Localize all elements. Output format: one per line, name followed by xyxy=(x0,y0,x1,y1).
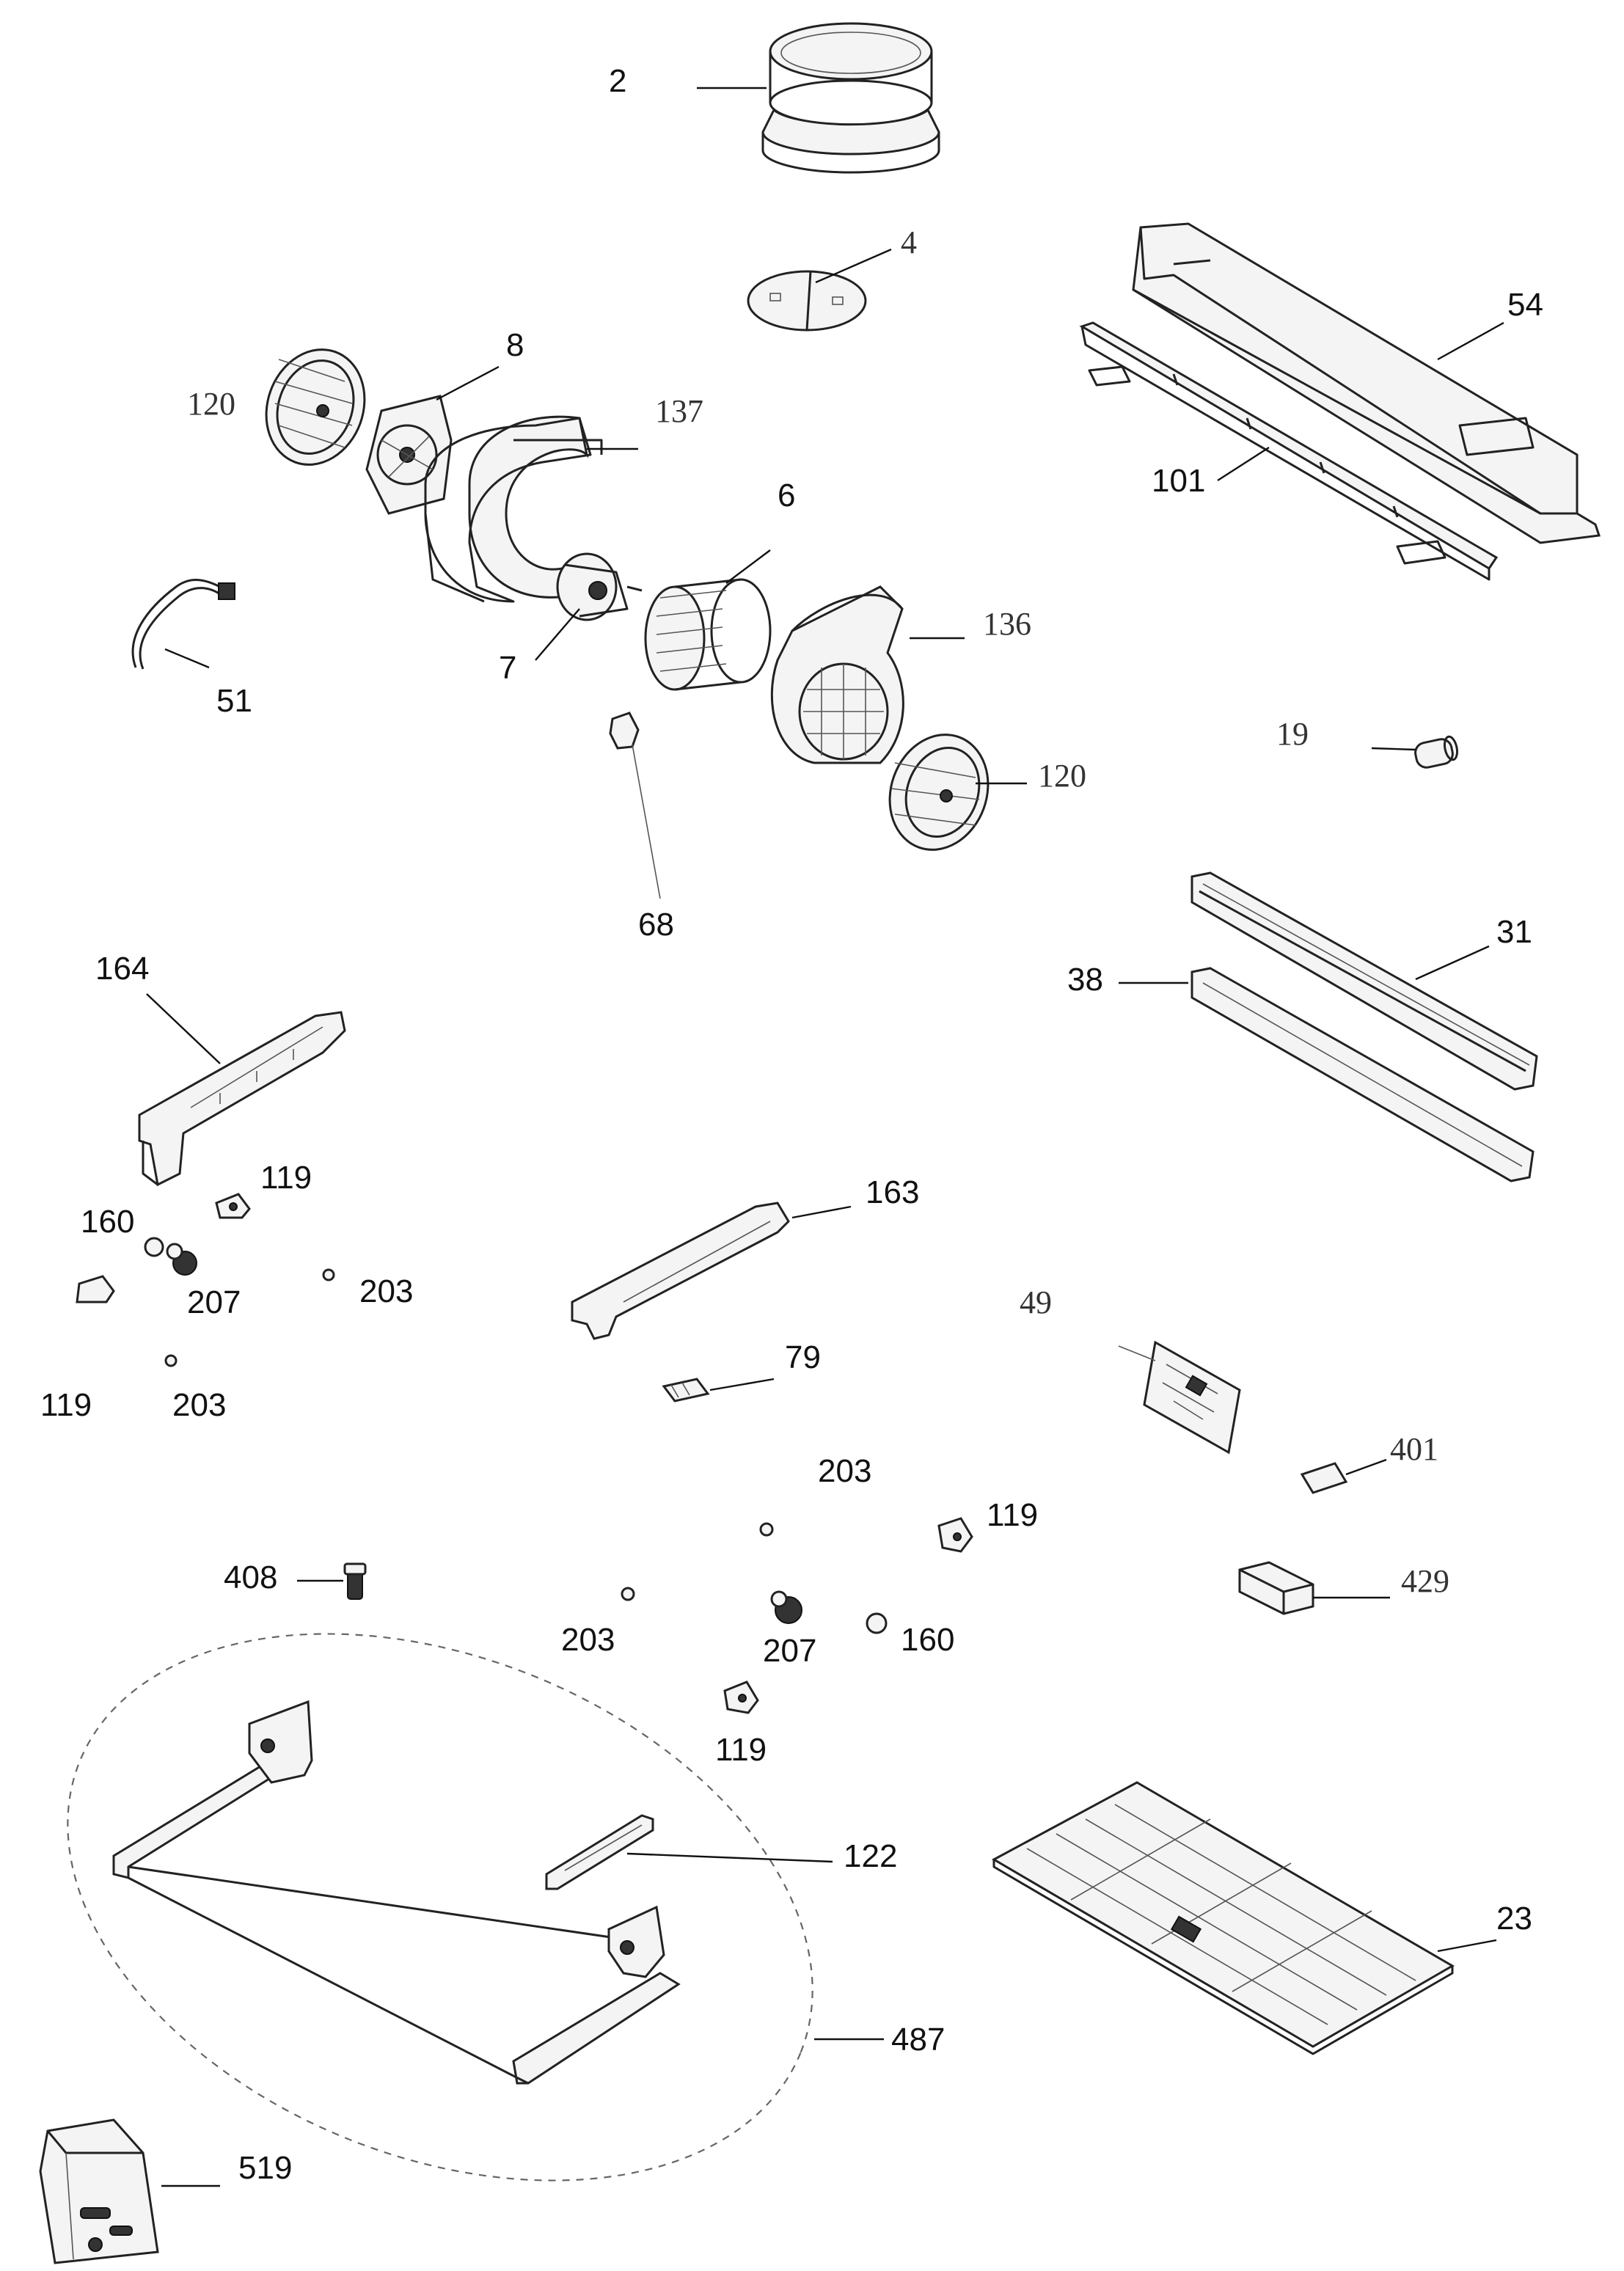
label-8: 8 xyxy=(506,327,524,363)
leader-8 xyxy=(436,365,500,401)
part-160-cap-b xyxy=(866,1612,888,1634)
label-31: 31 xyxy=(1496,914,1532,950)
leader-31 xyxy=(1415,945,1490,981)
label-163: 163 xyxy=(866,1174,919,1210)
leader-163 xyxy=(791,1205,852,1219)
part-203-screw-b xyxy=(164,1354,178,1367)
part-54-top-channel xyxy=(1132,222,1601,544)
label-7: 7 xyxy=(499,650,516,686)
label-119-a: 119 xyxy=(260,1160,312,1196)
leader-19 xyxy=(1371,747,1416,751)
label-136: 136 xyxy=(983,606,1031,642)
part-119-clip-b xyxy=(76,1275,115,1303)
label-38: 38 xyxy=(1067,962,1103,998)
leader-122 xyxy=(626,1852,833,1863)
leader-79 xyxy=(709,1378,775,1392)
part-51-cable xyxy=(131,579,235,670)
label-203-c: 203 xyxy=(818,1453,871,1489)
part-163-bracket xyxy=(571,1202,790,1340)
label-79: 79 xyxy=(785,1339,821,1375)
leader-4 xyxy=(815,248,892,284)
part-429-transformer xyxy=(1238,1561,1314,1615)
leader-401 xyxy=(1345,1458,1387,1476)
label-203-b: 203 xyxy=(172,1387,226,1423)
part-119-clip-a xyxy=(215,1193,251,1219)
part-207-knob-b xyxy=(770,1590,802,1624)
leader-7 xyxy=(535,608,580,661)
label-4: 4 xyxy=(901,224,917,260)
label-207-a: 207 xyxy=(187,1284,241,1320)
part-23-grease-filter xyxy=(991,1781,1455,2055)
label-207-b: 207 xyxy=(763,1633,816,1669)
part-49-pcb xyxy=(1143,1340,1241,1455)
label-2: 2 xyxy=(609,63,626,99)
label-119-b: 119 xyxy=(40,1387,92,1423)
label-203-d: 203 xyxy=(561,1622,615,1658)
part-487-frame-assembly xyxy=(112,1700,681,2085)
label-203-a: 203 xyxy=(359,1273,413,1309)
label-122: 122 xyxy=(844,1838,897,1874)
leader-54 xyxy=(1437,321,1504,361)
part-2-duct-collar xyxy=(761,22,940,174)
label-120-right: 120 xyxy=(1038,758,1086,794)
label-401: 401 xyxy=(1390,1431,1438,1467)
label-120-top: 120 xyxy=(187,386,235,422)
part-164-bracket xyxy=(138,1011,346,1187)
label-160-b: 160 xyxy=(901,1622,954,1658)
label-429: 429 xyxy=(1401,1563,1449,1599)
part-6-fan-wheel xyxy=(644,578,772,691)
part-120-impeller-right xyxy=(888,734,990,851)
part-203-screw-c xyxy=(759,1522,774,1537)
label-519: 519 xyxy=(238,2150,292,2186)
part-137-blower-housing xyxy=(424,415,603,603)
leader-23 xyxy=(1437,1939,1497,1953)
label-487: 487 xyxy=(891,2022,945,2058)
part-8-inlet-ring xyxy=(365,395,453,515)
leader-101 xyxy=(1217,446,1270,482)
label-68: 68 xyxy=(638,907,674,943)
leader-49 xyxy=(1118,1345,1156,1361)
part-68-clip xyxy=(609,712,640,750)
part-120-impeller-left xyxy=(265,348,366,466)
part-136-blower-housing-grille xyxy=(770,585,904,764)
label-19: 19 xyxy=(1276,716,1309,752)
label-408: 408 xyxy=(224,1559,277,1595)
part-119-clip-c xyxy=(937,1517,973,1553)
label-23: 23 xyxy=(1496,1901,1532,1937)
label-101: 101 xyxy=(1152,463,1205,499)
leader-164 xyxy=(146,993,221,1064)
label-49: 49 xyxy=(1020,1284,1052,1320)
label-164: 164 xyxy=(95,951,149,987)
part-203-screw-d xyxy=(621,1587,635,1601)
leader-68 xyxy=(632,744,661,899)
part-119-clip-d xyxy=(723,1681,759,1714)
group-487-outline xyxy=(67,1633,813,2182)
label-6: 6 xyxy=(778,478,795,513)
label-54: 54 xyxy=(1507,287,1543,323)
part-203-screw-a xyxy=(322,1268,335,1281)
label-119-c: 119 xyxy=(987,1497,1038,1533)
part-160-cap-a xyxy=(144,1237,164,1257)
part-38-lens-strip xyxy=(1190,967,1535,1182)
part-7-motor xyxy=(556,552,643,621)
part-4-damper-flap xyxy=(747,270,867,332)
part-19-capacitor xyxy=(1414,735,1459,769)
label-119-d: 119 xyxy=(715,1732,767,1768)
part-31-light-rail xyxy=(1190,871,1538,1091)
leader-6 xyxy=(725,549,771,584)
part-207-knob-a xyxy=(166,1243,197,1276)
part-408-screw xyxy=(343,1562,367,1600)
label-160-a: 160 xyxy=(81,1204,134,1240)
part-122-slider xyxy=(545,1814,654,1890)
part-401-switch xyxy=(1300,1462,1348,1494)
part-79-connector xyxy=(662,1378,710,1403)
leader-51 xyxy=(164,648,210,669)
part-101-rail-strip xyxy=(1079,321,1499,581)
label-51: 51 xyxy=(216,683,252,719)
label-137: 137 xyxy=(655,393,703,429)
part-519-accessory-bag xyxy=(39,2118,159,2264)
